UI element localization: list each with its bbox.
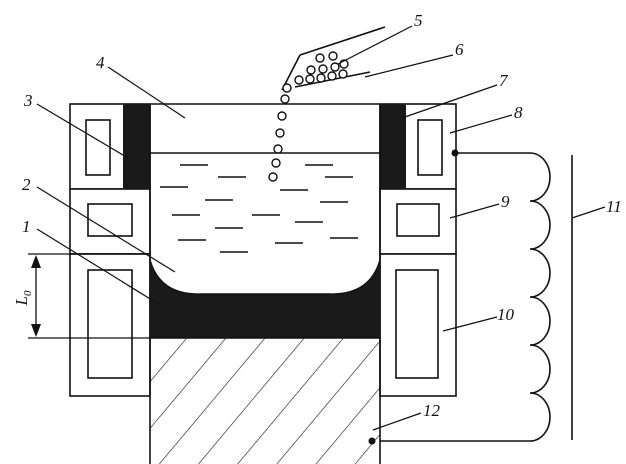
svg-text:L0: L0 [12, 290, 34, 306]
dimension-label: L0 [12, 290, 34, 306]
leader-lines [36, 25, 606, 431]
inductor-coil [380, 152, 551, 442]
leader-7 [401, 84, 498, 119]
hopper-upper-edge [299, 26, 386, 56]
upper-right-coil-window [417, 119, 443, 176]
dimension-l0 [28, 253, 150, 339]
lower-left-coil-window [87, 269, 133, 379]
label-6: 6 [455, 40, 464, 59]
solidification-front [149, 259, 381, 295]
leader-12 [372, 412, 422, 431]
falling-particles [268, 94, 290, 182]
leader-5 [337, 25, 413, 65]
hopper-particles [282, 51, 349, 93]
leader-1 [36, 228, 161, 306]
dimension-arrow-up [31, 255, 41, 268]
withdrawn-ingot-hatch [150, 338, 380, 464]
leader-2 [36, 186, 176, 273]
top-contact-dot [451, 149, 459, 157]
middle-left-coil-window [87, 203, 133, 237]
label-4: 4 [96, 53, 105, 72]
power-circuit [380, 152, 573, 442]
label-5: 5 [414, 11, 423, 30]
right-collar [380, 104, 406, 189]
leader-3 [36, 103, 129, 159]
label-9: 9 [501, 192, 510, 211]
dimension-sub-text: 0 [22, 290, 34, 296]
leader-11 [571, 206, 606, 219]
label-1: 1 [22, 217, 31, 236]
middle-right-coil-window [396, 203, 440, 237]
label-10: 10 [497, 305, 515, 324]
label-2: 2 [22, 175, 31, 194]
lower-right-coil-window [395, 269, 439, 379]
leader-8 [449, 114, 513, 134]
left-collar [123, 104, 150, 189]
label-11: 11 [606, 197, 622, 216]
bottom-contact-dot [368, 437, 376, 445]
dimension-main-text: L [12, 296, 31, 306]
label-8: 8 [514, 103, 523, 122]
label-7: 7 [499, 71, 509, 90]
leader-9 [449, 203, 500, 219]
leader-10 [442, 316, 498, 332]
leader-6 [364, 54, 454, 78]
dimension-arrow-down [31, 324, 41, 337]
left-coil-section [69, 103, 151, 397]
label-12: 12 [423, 401, 441, 420]
upper-left-coil-window [85, 119, 111, 176]
solid-ingot [150, 260, 380, 338]
molten-metal-dashes [160, 164, 358, 253]
label-3: 3 [23, 91, 33, 110]
leader-4 [107, 66, 186, 119]
